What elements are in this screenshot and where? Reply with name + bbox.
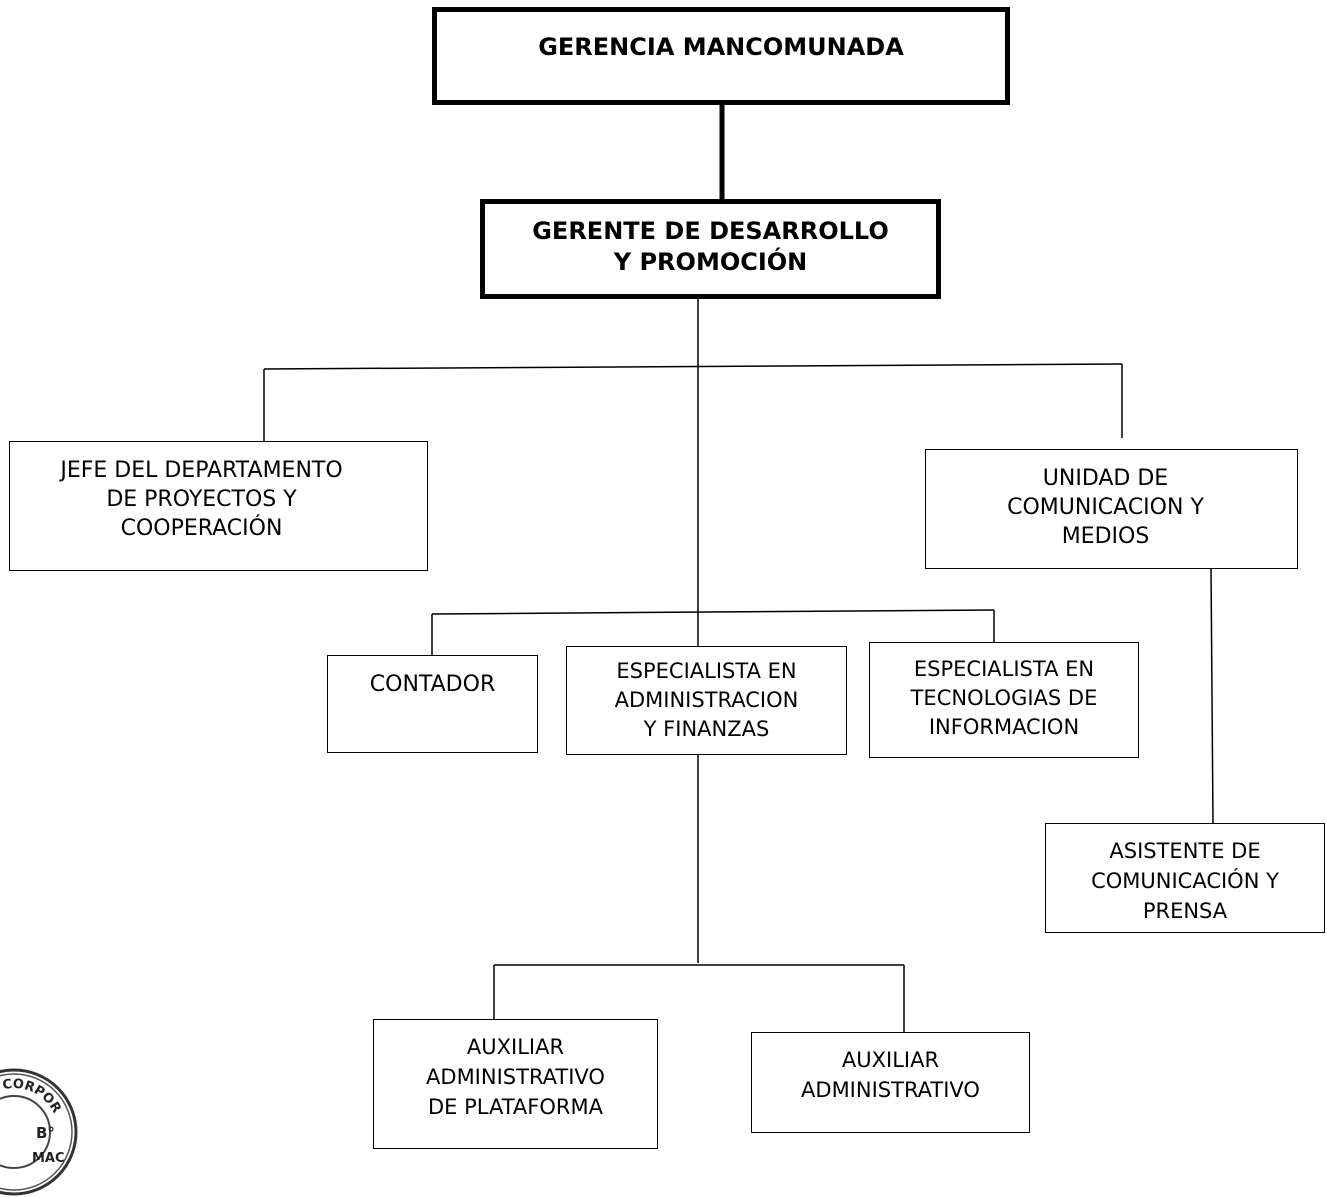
- node-line: ASISTENTE DE: [1109, 839, 1261, 863]
- node-line: MEDIOS: [1061, 524, 1150, 549]
- org-chart: GERENCIA MANCOMUNADA GERENTE DE DESARROL…: [0, 7, 1325, 1196]
- connector-asistente: [1210, 567, 1214, 824]
- node-line: GERENCIA MANCOMUNADA: [538, 33, 904, 61]
- node-line: ADMINISTRATIVO: [426, 1065, 605, 1089]
- seal-text-bottom: MAC: [32, 1151, 65, 1166]
- node-auxiliar-plataforma: AUXILIAR ADMINISTRATIVO DE PLATAFORMA: [373, 1019, 658, 1149]
- node-line: TECNOLOGIAS DE: [910, 686, 1098, 710]
- node-especialista-tecnologias: ESPECIALISTA EN TECNOLOGIAS DE INFORMACI…: [869, 642, 1139, 758]
- node-line: DE PROYECTOS Y: [106, 487, 297, 512]
- seal-text-center: B°: [36, 1124, 55, 1142]
- node-line: AUXILIAR: [466, 1035, 565, 1059]
- node-line: DE PLATAFORMA: [428, 1095, 603, 1119]
- node-gerencia-mancomunada: GERENCIA MANCOMUNADA: [432, 7, 1010, 105]
- node-jefe-departamento: JEFE DEL DEPARTAMENTO DE PROYECTOS Y COO…: [9, 441, 428, 571]
- node-line: UNIDAD DE: [1042, 466, 1169, 491]
- node-line: ESPECIALISTA EN: [913, 657, 1095, 681]
- node-line: ESPECIALISTA EN: [616, 659, 797, 683]
- node-line: ADMINISTRACION: [614, 688, 799, 712]
- node-gerente-desarrollo: GERENTE DE DESARROLLO Y PROMOCIÓN: [480, 199, 941, 299]
- node-line: PRENSA: [1142, 899, 1228, 923]
- node-line: COOPERACIÓN: [120, 516, 283, 541]
- node-line: COMUNICACIÓN Y: [1091, 869, 1279, 893]
- node-line: JEFE DEL DEPARTAMENTO: [60, 458, 343, 483]
- connector-bar-level1: [263, 363, 1123, 370]
- node-especialista-administracion: ESPECIALISTA EN ADMINISTRACION Y FINANZA…: [566, 646, 847, 755]
- node-line: INFORMACION: [928, 715, 1080, 739]
- node-auxiliar-administrativo: AUXILIAR ADMINISTRATIVO: [751, 1032, 1030, 1133]
- node-line: CONTADOR: [369, 672, 496, 697]
- node-line: ADMINISTRATIVO: [801, 1078, 980, 1102]
- node-line: GERENTE DE DESARROLLO: [532, 217, 889, 245]
- connector-bar-level2: [431, 609, 995, 615]
- node-line: Y PROMOCIÓN: [613, 248, 808, 276]
- connector-lines: [263, 104, 1214, 1032]
- node-unidad-comunicacion: UNIDAD DE COMUNICACION Y MEDIOS: [925, 449, 1298, 569]
- node-line: COMUNICACION Y: [1007, 495, 1204, 520]
- node-contador: CONTADOR: [327, 655, 538, 753]
- node-line: Y FINANZAS: [643, 717, 770, 741]
- node-asistente-comunicacion: ASISTENTE DE COMUNICACIÓN Y PRENSA: [1045, 823, 1325, 933]
- seal-stamp-icon: CIOS CORPOR B° MAC: [0, 1068, 78, 1196]
- node-line: AUXILIAR: [841, 1048, 940, 1072]
